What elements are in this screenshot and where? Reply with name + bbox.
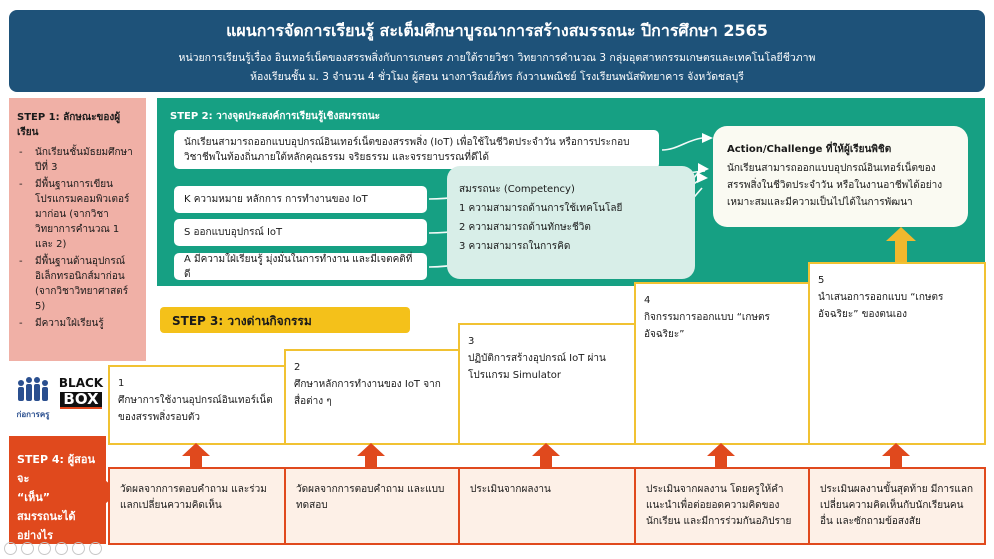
step2-panel: STEP 2: วางจุดประสงค์การเรียนรู้เชิงสมรร… (157, 98, 985, 286)
k-text: K ความหมาย หลักการ การทำงานของ IoT (184, 194, 368, 205)
activity-number: 2 (294, 362, 301, 373)
zoom-icon[interactable] (72, 542, 85, 555)
next-slide-icon[interactable] (21, 542, 34, 555)
kokarnkru-logo: ก่อการครู (12, 372, 54, 422)
assessment-box-1: วัดผลจากการตอบคำถาม และร่วมแลกเปลี่ยนควา… (108, 467, 286, 545)
a-box: A มีความใฝ่เรียนรู้ มุ่งมั่นในการทำงาน แ… (174, 253, 427, 280)
header-subtitle-2: ห้องเรียนชั้น ม. 3 จำนวน 4 ชั่วโมง ผู้สอ… (250, 71, 744, 83)
competency-title: สมรรถนะ (Competency) (459, 184, 575, 195)
assessment-box-5: ประเมินผลงานขั้นสุดท้าย มีการแลกเปลี่ยนค… (808, 467, 986, 545)
activity-number: 4 (644, 295, 651, 306)
blackbox-logo: BLACK BOX (58, 376, 104, 416)
grid-icon[interactable] (55, 542, 68, 555)
activity-step-4: 4 กิจกรรมการออกแบบ “เกษตรอัจฉริยะ” (634, 282, 810, 445)
action-text: นักเรียนสามารถออกแบบอุปกรณ์อินเทอร์เน็ตข… (727, 163, 943, 208)
more-options-icon[interactable] (89, 542, 102, 555)
activity-text: ศึกษาหลักการทำงานของ IoT จากสื่อต่าง ๆ (294, 379, 441, 407)
step1-list: นักเรียนชั้นมัธยมศึกษาปีที่ 3 มีพื้นฐานก… (17, 145, 138, 331)
blackbox-logo-top: BLACK (58, 376, 104, 390)
blackbox-logo-bottom: BOX (60, 392, 102, 409)
slideshow-toolbar (4, 542, 119, 556)
list-item: มีพื้นฐานการเขียนโปรแกรมคอมพิวเตอร์มาก่อ… (17, 177, 138, 252)
assessment-text: ประเมินจากผลงาน โดยครูให้คำแนะนำเพื่อต่อ… (646, 484, 792, 527)
activity-step-1: 1 ศึกษาการใช้งานอุปกรณ์อินเทอร์เน็ตของสร… (108, 365, 286, 445)
assessment-box-4: ประเมินจากผลงาน โดยครูให้คำแนะนำเพื่อต่อ… (634, 467, 810, 545)
action-title: Action/Challenge ที่ให้ผู้เรียนพิชิต (727, 144, 892, 155)
s-box: S ออกแบบอุปกรณ์ IoT (174, 219, 427, 246)
step3-label: STEP 3: วางด่านกิจกรรม (160, 307, 410, 333)
step2-title: STEP 2: วางจุดประสงค์การเรียนรู้เชิงสมรร… (170, 111, 381, 122)
assessment-text: วัดผลจากการตอบคำถาม และร่วมแลกเปลี่ยนควา… (120, 484, 267, 511)
people-logo-icon (18, 377, 48, 401)
action-challenge-box: Action/Challenge ที่ให้ผู้เรียนพิชิต นัก… (713, 126, 968, 227)
activity-number: 1 (118, 378, 125, 389)
activity-text: กิจกรรมการออกแบบ “เกษตรอัจฉริยะ” (644, 312, 770, 340)
assessment-box-2: วัดผลจากการตอบคำถาม และแบบทดสอบ (284, 467, 460, 545)
objective-box: นักเรียนสามารถออกแบบอุปกรณ์อินเทอร์เน็ตข… (174, 130, 659, 169)
competency-item: 1 ความสามารถด้านการใช้เทคโนโลยี (459, 203, 623, 214)
step1-panel: STEP 1: ลักษณะของผู้เรียน นักเรียนชั้นมั… (9, 98, 146, 361)
activity-number: 5 (818, 275, 825, 286)
list-item: มีความใฝ่เรียนรู้ (17, 316, 138, 331)
step4-title-line: สมรรถนะได้ (17, 510, 76, 523)
competency-item: 3 ความสามารถในการคิด (459, 241, 571, 252)
competency-item: 2 ความสามารถด้านทักษะชีวิต (459, 222, 591, 233)
up-arrow-icon (886, 227, 916, 263)
list-item: มีพื้นฐานด้านอุปกรณ์อิเล็กทรอนิกส์มาก่อน… (17, 254, 138, 314)
s-text: S ออกแบบอุปกรณ์ IoT (184, 227, 283, 238)
header-banner: แผนการจัดการเรียนรู้ สะเต็มศึกษาบูรณาการ… (9, 10, 985, 92)
step4-panel: STEP 4: ผู้สอนจะ “เห็น” สมรรถนะได้ อย่าง… (9, 436, 106, 544)
up-arrow-icon (707, 443, 735, 468)
header-subtitle-1: หน่วยการเรียนรู้เรื่อง อินเทอร์เน็ตของสร… (178, 52, 816, 64)
up-arrow-icon (357, 443, 385, 468)
up-arrow-icon (532, 443, 560, 468)
prev-slide-icon[interactable] (4, 542, 17, 555)
step4-title-line: STEP 4: ผู้สอนจะ (17, 453, 95, 485)
assessment-text: ประเมินจากผลงาน (470, 484, 551, 495)
activity-step-5: 5 นำเสนอการออกแบบ “เกษตรอัจฉริยะ” ของตนเ… (808, 262, 986, 445)
activity-step-2: 2 ศึกษาหลักการทำงานของ IoT จากสื่อต่าง ๆ (284, 349, 460, 445)
assessment-text: วัดผลจากการตอบคำถาม และแบบทดสอบ (296, 484, 445, 511)
activity-number: 3 (468, 336, 475, 347)
step4-title-line: อย่างไร (17, 529, 54, 542)
activity-text: ปฏิบัติการสร้างอุปกรณ์ IoT ผ่านโปรแกรม S… (468, 353, 606, 381)
objective-text: นักเรียนสามารถออกแบบอุปกรณ์อินเทอร์เน็ตข… (184, 136, 630, 163)
step4-title-line: “เห็น” (17, 491, 50, 504)
page-title: แผนการจัดการเรียนรู้ สะเต็มศึกษาบูรณาการ… (226, 21, 768, 40)
a-text: A มีความใฝ่เรียนรู้ มุ่งมั่นในการทำงาน แ… (184, 253, 413, 280)
activity-text: นำเสนอการออกแบบ “เกษตรอัจฉริยะ” ของตนเอง (818, 292, 944, 320)
list-item: นักเรียนชั้นมัธยมศึกษาปีที่ 3 (17, 145, 138, 175)
activity-step-3: 3 ปฏิบัติการสร้างอุปกรณ์ IoT ผ่านโปรแกรม… (458, 323, 636, 445)
competency-box: สมรรถนะ (Competency) 1 ความสามารถด้านการ… (447, 166, 695, 279)
k-box: K ความหมาย หลักการ การทำงานของ IoT (174, 186, 427, 213)
up-arrow-icon (182, 443, 210, 468)
step1-title: STEP 1: ลักษณะของผู้เรียน (17, 112, 121, 138)
pen-icon[interactable] (38, 542, 51, 555)
assessment-up-arrows-graphic (182, 443, 910, 468)
up-arrow-icon (882, 443, 910, 468)
kokarnkru-logo-text: ก่อการครู (16, 410, 50, 419)
activity-text: ศึกษาการใช้งานอุปกรณ์อินเทอร์เน็ตของสรรพ… (118, 395, 273, 423)
assessment-box-3: ประเมินจากผลงาน (458, 467, 636, 545)
assessment-text: ประเมินผลงานขั้นสุดท้าย มีการแลกเปลี่ยนค… (820, 484, 974, 527)
